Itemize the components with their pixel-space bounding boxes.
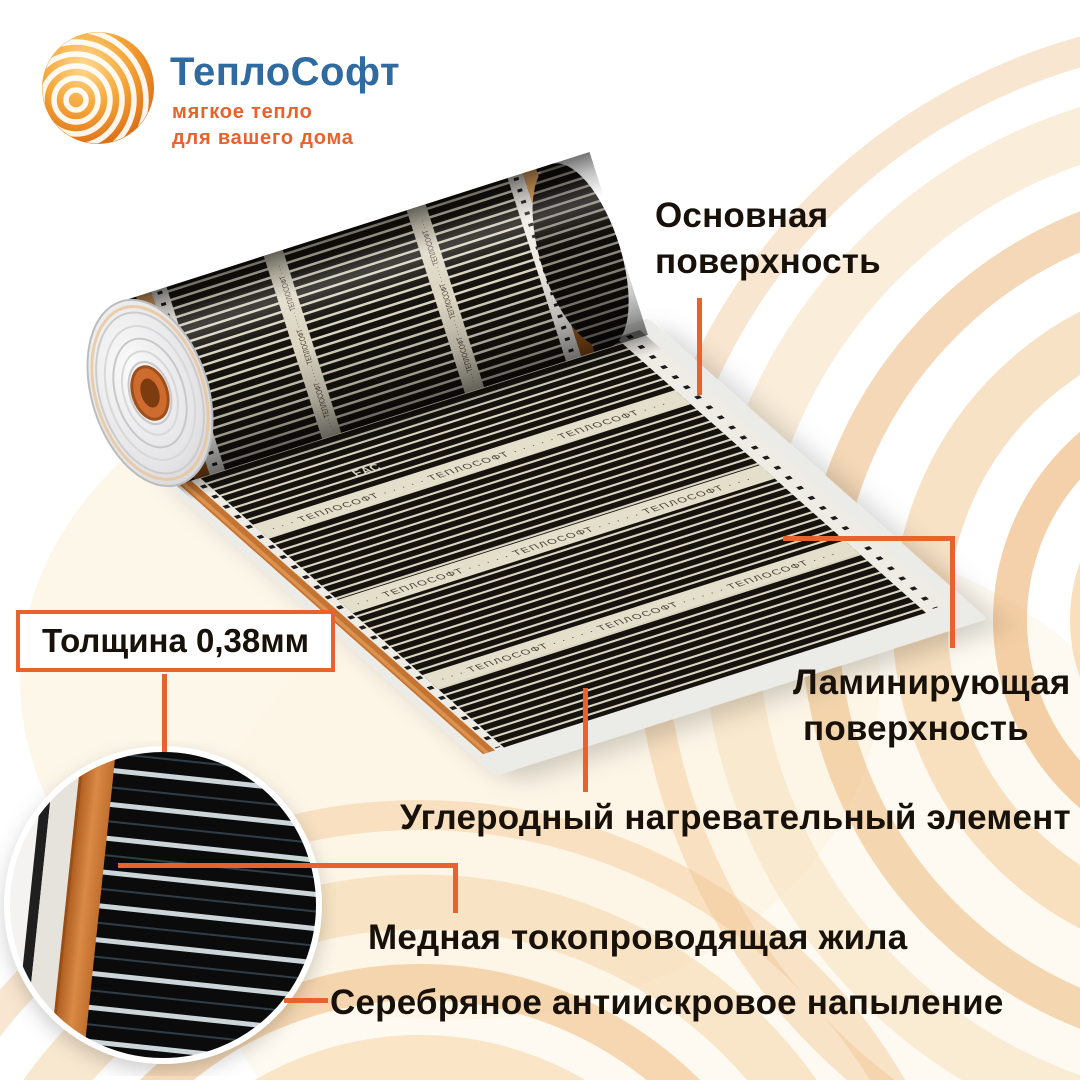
callout-line-main-surface (697, 298, 702, 395)
label-laminating: Ламинирующая поверхность (793, 660, 1070, 752)
roll-core-hole (140, 378, 160, 408)
heat-wave-swirl (42, 32, 149, 144)
film-roll: · · · ТЕПЛОСОФТ · · · · · ТЕПЛОСОФТ · · … (86, 151, 648, 488)
callout-line-carbon (583, 688, 588, 792)
film-sheet: · · · ТЕПЛОСОФТ · · · · · ТЕПЛОСОФТ · · … (170, 330, 950, 756)
label-main-surface-line1: Основная (655, 196, 829, 235)
label-laminating-line1: Ламинирующая (793, 663, 1071, 702)
callout-line-laminating-v (950, 536, 955, 648)
thickness-badge: Толщина 0,38мм (16, 610, 336, 672)
label-silver: Серебряное антиискровое напыление (330, 983, 1004, 1022)
brand-tagline-line2: для вашего дома (172, 127, 354, 149)
callout-line-thickness (162, 674, 167, 752)
brand-tagline-line1: мягкое тепло (172, 101, 313, 123)
brand-name: ТеплоСофт (170, 50, 401, 94)
callout-line-copper-v (453, 863, 458, 913)
label-copper: Медная токопроводящая жила (368, 918, 908, 957)
label-laminating-line2: поверхность (803, 709, 1029, 749)
label-main-surface-line2: поверхность (655, 242, 881, 282)
copper-conductor-strip (41, 750, 130, 1060)
thickness-label: Толщина 0,38мм (42, 622, 310, 659)
callout-line-silver (284, 998, 328, 1003)
wave-arcs-bottom (0, 800, 905, 1080)
roll-end-face (86, 298, 214, 488)
brand-tagline: мягкое тепло для вашего дома (172, 99, 354, 151)
label-main-surface: Основная поверхность (655, 193, 881, 285)
teplosoft-logo-icon (42, 32, 154, 144)
closeup-detail-circle (4, 746, 322, 1064)
callout-line-copper-h (118, 863, 458, 868)
silver-sprayed-stripes (75, 750, 318, 1060)
label-carbon: Углеродный нагревательный элемент (400, 798, 1071, 837)
callout-line-laminating-h (783, 536, 955, 541)
